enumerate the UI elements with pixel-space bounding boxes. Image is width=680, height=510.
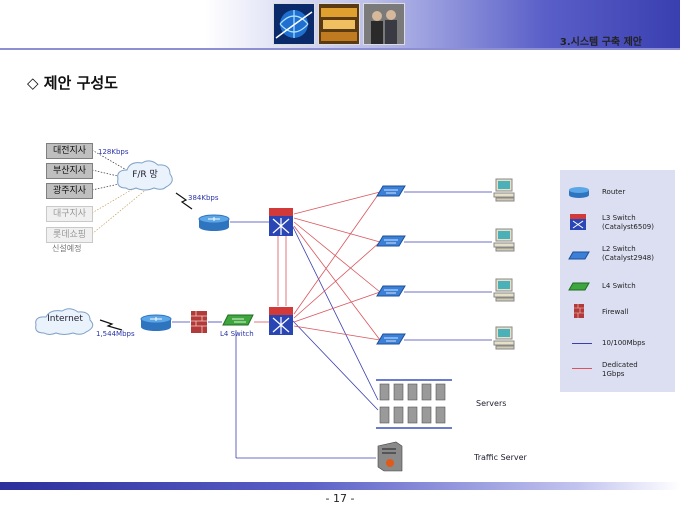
firewall-icon xyxy=(191,311,207,333)
legend-10-100-label: 10/100Mbps xyxy=(602,339,646,347)
fr-wan-lightning xyxy=(175,192,193,210)
internet-cloud-icon xyxy=(35,308,94,335)
branch-busan: 부산지사 xyxy=(46,163,93,179)
l2-switch-icon xyxy=(376,285,406,297)
stock-ticker-image xyxy=(318,3,360,45)
l3-switch-bottom-icon xyxy=(269,307,293,335)
section-title: 3.시스템 구축 제안 xyxy=(559,37,642,48)
internet-cloud-label: Internet xyxy=(47,314,83,324)
page-heading: ◇ 제안 구성도 xyxy=(27,74,118,92)
l2-switch-icon xyxy=(376,235,406,247)
legend-gigabit-label: 1Gbps xyxy=(602,370,625,378)
l2-switch-icon xyxy=(376,185,406,197)
firewall-icon xyxy=(574,304,584,318)
branch-daegu: 대구지사 xyxy=(46,206,93,222)
l4-switch-label: L4 Switch xyxy=(220,330,254,338)
gigabit-links xyxy=(254,191,381,341)
fr-cloud-label: F/R 망 xyxy=(132,170,158,180)
l4-switch-icon xyxy=(222,314,254,326)
fast-ethernet-links xyxy=(172,191,492,459)
l3-switch-top-icon xyxy=(269,208,293,236)
l2-switch-icon xyxy=(568,251,590,260)
globe-network-image xyxy=(273,3,315,45)
internet-wan-lightning xyxy=(99,319,123,331)
legend-panel xyxy=(560,170,675,392)
branch-daejeon: 대전지사 xyxy=(46,143,93,159)
l2-switch-icon xyxy=(376,333,406,345)
traffic-server-icon xyxy=(377,441,403,472)
pc-icon xyxy=(493,326,515,350)
branch-gwangju: 광주지사 xyxy=(46,183,93,199)
branch-lotte-shopping: 롯데쇼핑 xyxy=(46,227,93,243)
legend-red-line xyxy=(572,368,592,369)
legend-dedicated-label: Dedicated xyxy=(602,361,638,369)
server-farm-icon xyxy=(376,379,452,429)
legend-router-label: Router xyxy=(602,188,626,196)
pc-icon xyxy=(493,278,515,302)
legend-firewall-label: Firewall xyxy=(602,308,629,316)
planned-note: 신설예정 xyxy=(52,244,82,253)
pc-icon xyxy=(493,228,515,252)
legend-l4-label: L4 Switch xyxy=(602,282,636,290)
traffic-server-label: Traffic Server xyxy=(474,453,527,462)
servers-label: Servers xyxy=(476,399,507,408)
internet-speed-label: 1,544Mbps xyxy=(96,330,135,338)
page-number: - 17 - xyxy=(325,492,355,505)
business-people-image xyxy=(363,3,405,45)
router-icon xyxy=(569,187,589,198)
planned-branch-links xyxy=(91,185,149,235)
fr-cloud-icon xyxy=(117,160,173,191)
l4-switch-icon xyxy=(568,282,590,291)
pc-icon xyxy=(493,178,515,202)
l3-switch-icon xyxy=(570,214,586,230)
branch-speed-label: 128Kbps xyxy=(98,148,129,156)
legend-l3-label: L3 Switch xyxy=(602,214,636,222)
fr-router-icon xyxy=(198,214,230,231)
fr-speed-label: 384Kbps xyxy=(188,194,219,202)
legend-l2-label: L2 Switch xyxy=(602,245,636,253)
legend-l2-model: (Catalyst2948) xyxy=(602,254,654,262)
legend-blue-line xyxy=(572,343,592,344)
internet-router-icon xyxy=(140,314,172,331)
legend-l3-model: (Catalyst6509) xyxy=(602,223,654,231)
header-divider xyxy=(0,48,680,50)
footer-bar xyxy=(0,482,680,490)
